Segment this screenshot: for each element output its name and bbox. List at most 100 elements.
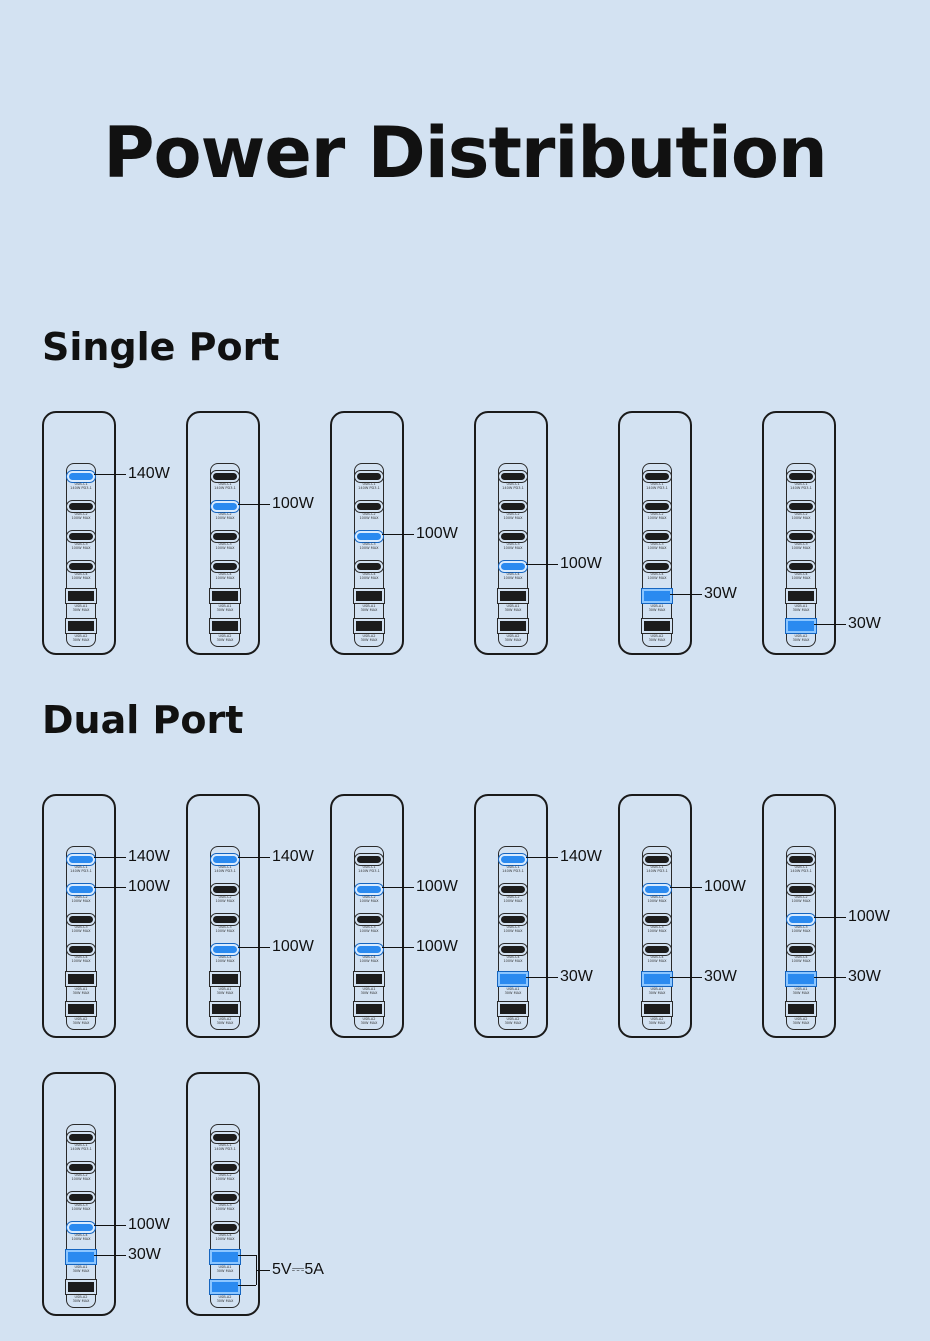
leader-line: [382, 947, 414, 948]
port-label-a1: USB-A1 30W MAX: [792, 604, 810, 612]
port-usb-c4[interactable]: [642, 942, 672, 956]
port-usb-c1[interactable]: [354, 469, 384, 483]
port-usb-c4-active[interactable]: [66, 1220, 96, 1234]
port-usb-c3[interactable]: [786, 529, 816, 543]
port-label-c4: USB-C4 100W MAX: [647, 955, 667, 963]
port-label-c1: USB-C1 140W PD3.1: [358, 865, 380, 873]
port-label-c3: USB-C3 100W MAX: [71, 542, 91, 550]
port-usb-a1-active[interactable]: [641, 971, 673, 987]
port-usb-a2[interactable]: [785, 1001, 817, 1017]
port-usb-c2[interactable]: [498, 882, 528, 896]
port-label-c1: USB-C1 140W PD3.1: [70, 865, 92, 873]
port-usb-c2[interactable]: [786, 499, 816, 513]
port-usb-c2[interactable]: [66, 1160, 96, 1174]
port-usb-a1[interactable]: [353, 588, 385, 604]
port-usb-c1[interactable]: [498, 469, 528, 483]
port-usb-a2[interactable]: [641, 618, 673, 634]
port-usb-c4[interactable]: [66, 559, 96, 573]
port-usb-a2[interactable]: [209, 618, 241, 634]
port-usb-c3[interactable]: [66, 1190, 96, 1204]
port-usb-c1[interactable]: [642, 469, 672, 483]
port-usb-c2-active[interactable]: [354, 882, 384, 896]
port-usb-a2[interactable]: [353, 618, 385, 634]
port-usb-c4[interactable]: [210, 559, 240, 573]
port-usb-a1-active[interactable]: [785, 971, 817, 987]
port-usb-c4[interactable]: [354, 559, 384, 573]
port-usb-c3[interactable]: [642, 912, 672, 926]
port-usb-a1-active[interactable]: [65, 1249, 97, 1265]
port-usb-a2[interactable]: [65, 1279, 97, 1295]
port-label-c2: USB-C2 100W MAX: [71, 512, 91, 520]
port-usb-c4-active[interactable]: [210, 942, 240, 956]
wattage-label: 100W: [128, 878, 170, 895]
port-usb-c4[interactable]: [210, 1220, 240, 1234]
port-panel: [498, 463, 528, 647]
port-usb-c3-active[interactable]: [354, 529, 384, 543]
port-usb-a2-active[interactable]: [785, 618, 817, 634]
port-usb-c1[interactable]: [786, 852, 816, 866]
port-usb-c4[interactable]: [66, 942, 96, 956]
port-usb-c4[interactable]: [642, 559, 672, 573]
port-usb-c1[interactable]: [354, 852, 384, 866]
port-usb-c3[interactable]: [354, 912, 384, 926]
port-usb-c2[interactable]: [210, 882, 240, 896]
port-usb-a2-active[interactable]: [209, 1279, 241, 1295]
port-usb-a1[interactable]: [209, 971, 241, 987]
port-usb-c2[interactable]: [498, 499, 528, 513]
port-usb-a2[interactable]: [353, 1001, 385, 1017]
port-usb-a2[interactable]: [497, 1001, 529, 1017]
port-usb-c4[interactable]: [786, 942, 816, 956]
port-usb-a1-active[interactable]: [209, 1249, 241, 1265]
port-usb-a1-active[interactable]: [641, 588, 673, 604]
port-usb-c3-active[interactable]: [786, 912, 816, 926]
port-usb-a1[interactable]: [65, 588, 97, 604]
port-label-c3: USB-C3 100W MAX: [359, 925, 379, 933]
port-usb-c1[interactable]: [66, 1130, 96, 1144]
port-usb-c3[interactable]: [66, 912, 96, 926]
port-usb-a2[interactable]: [641, 1001, 673, 1017]
port-usb-c2[interactable]: [66, 499, 96, 513]
port-usb-a1-active[interactable]: [497, 971, 529, 987]
port-usb-c1[interactable]: [642, 852, 672, 866]
port-usb-c4[interactable]: [786, 559, 816, 573]
leader-line: [238, 1285, 256, 1286]
port-usb-c4-active[interactable]: [354, 942, 384, 956]
port-usb-c2-active[interactable]: [210, 499, 240, 513]
port-usb-c3[interactable]: [66, 529, 96, 543]
port-usb-c3[interactable]: [210, 1190, 240, 1204]
port-usb-a1[interactable]: [209, 588, 241, 604]
port-usb-a2[interactable]: [65, 618, 97, 634]
port-usb-a2[interactable]: [65, 1001, 97, 1017]
port-usb-c1-active[interactable]: [498, 852, 528, 866]
port-usb-c2-active[interactable]: [642, 882, 672, 896]
port-panel: [642, 846, 672, 1030]
port-usb-c1[interactable]: [210, 1130, 240, 1144]
port-usb-c2[interactable]: [354, 499, 384, 513]
port-usb-a1[interactable]: [353, 971, 385, 987]
port-usb-a2[interactable]: [209, 1001, 241, 1017]
port-usb-c2[interactable]: [786, 882, 816, 896]
port-usb-c3[interactable]: [642, 529, 672, 543]
port-usb-c1[interactable]: [210, 469, 240, 483]
port-usb-c3[interactable]: [498, 529, 528, 543]
port-usb-c1-active[interactable]: [66, 852, 96, 866]
port-usb-a2[interactable]: [497, 618, 529, 634]
port-usb-c4-active[interactable]: [498, 559, 528, 573]
port-usb-c1[interactable]: [786, 469, 816, 483]
port-usb-a1[interactable]: [65, 971, 97, 987]
port-usb-c3[interactable]: [210, 529, 240, 543]
port-usb-c2[interactable]: [642, 499, 672, 513]
port-label-a2: USB-A2 30W MAX: [648, 1017, 666, 1025]
port-usb-c4[interactable]: [498, 942, 528, 956]
port-label-c2: USB-C2 100W MAX: [215, 895, 235, 903]
port-usb-c1-active[interactable]: [66, 469, 96, 483]
port-usb-c3[interactable]: [210, 912, 240, 926]
port-label-a2: USB-A2 30W MAX: [216, 634, 234, 642]
port-usb-a1[interactable]: [497, 588, 529, 604]
port-usb-c3[interactable]: [498, 912, 528, 926]
port-usb-a1[interactable]: [785, 588, 817, 604]
port-usb-c2[interactable]: [210, 1160, 240, 1174]
port-usb-c1-active[interactable]: [210, 852, 240, 866]
port-usb-c2-active[interactable]: [66, 882, 96, 896]
